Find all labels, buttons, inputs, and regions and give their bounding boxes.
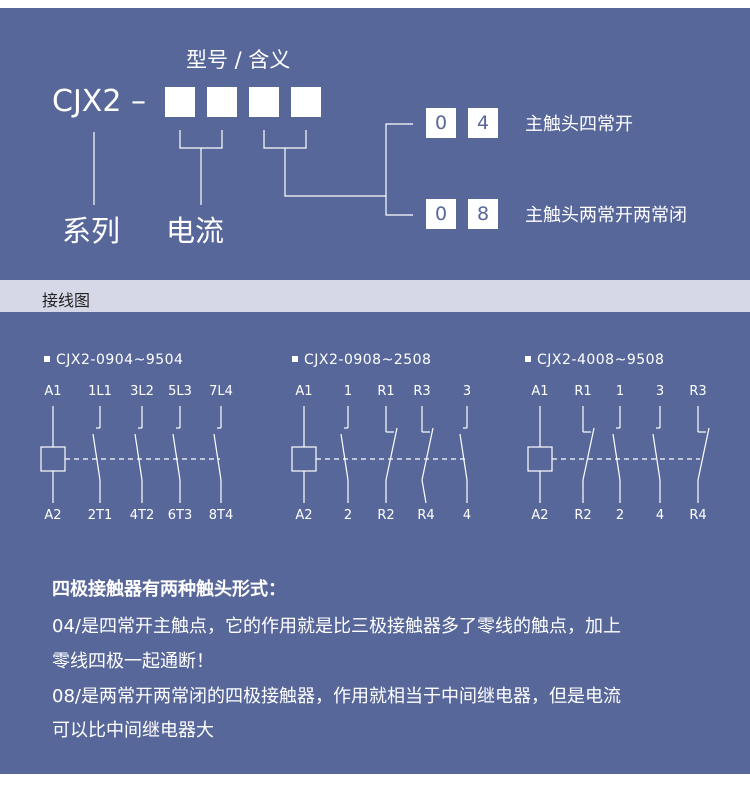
bottom-strip <box>0 774 750 796</box>
description-heading: 四极接触器有两种触头形式： <box>52 579 286 600</box>
diagram-1-bottom-terminal: 2T1 <box>87 508 113 523</box>
bullet-icon <box>525 356 531 362</box>
diagram-2-bottom-terminal: A2 <box>295 508 313 523</box>
diagram-2-bottom-terminal: 4 <box>462 508 472 523</box>
diagram-3-title: CJX2-4008~9508 <box>525 352 664 368</box>
description-line-1: 04/是四常开主触点，它的作用就是比三极接触器多了零线的触点，加上 <box>52 616 621 637</box>
diagram-1-top-terminal: 5L3 <box>168 384 192 399</box>
diagram-2-top-terminal: R1 <box>377 384 395 399</box>
description-line-4: 可以比中间继电器大 <box>52 720 214 741</box>
model-header: 型号 / 含义 <box>186 48 291 72</box>
diagram-1-bottom-terminal: 8T4 <box>208 508 234 523</box>
bullet-icon <box>44 356 50 362</box>
wiring-panel <box>0 312 750 774</box>
diagram-1-schematic <box>40 406 222 503</box>
diagram-3-bottom-terminal: 4 <box>655 508 665 523</box>
section-bar <box>0 280 750 312</box>
model-panel <box>0 8 750 280</box>
diagram-1-top-terminal: A1 <box>44 384 62 399</box>
diagram-3-schematic <box>527 406 710 503</box>
series-label: 系列 <box>62 214 121 248</box>
diagram-3-bottom-terminal: R4 <box>689 508 707 523</box>
section-title: 接线图 <box>42 291 91 310</box>
option-04-digit-2: 4 <box>468 108 498 138</box>
option-04-meaning: 主触头四常开 <box>525 114 633 135</box>
option-08-digit-1: 0 <box>426 199 456 229</box>
code-box-1 <box>165 87 195 117</box>
diagram-2-top-terminal: 3 <box>462 384 472 399</box>
diagram-3-top-terminal: R3 <box>689 384 707 399</box>
diagram-3-top-terminal: 3 <box>655 384 665 399</box>
option-08-meaning: 主触头两常开两常闭 <box>525 205 687 226</box>
model-prefix: CJX2 – <box>52 84 146 119</box>
diagram-2-top-terminal: R3 <box>413 384 431 399</box>
description-line-2: 零线四极一起通断！ <box>52 651 214 672</box>
diagram-3-bottom-terminal: A2 <box>531 508 549 523</box>
diagram-3-bottom-terminal: 2 <box>615 508 625 523</box>
diagram-1-title: CJX2-0904~9504 <box>44 352 183 368</box>
diagram-2-top-terminal: A1 <box>295 384 313 399</box>
diagram-1-top-terminal: 1L1 <box>88 384 112 399</box>
diagram-2-bottom-terminal: R2 <box>377 508 395 523</box>
code-box-4 <box>291 87 321 117</box>
diagram-1-bottom-terminal: 4T2 <box>129 508 155 523</box>
diagram-2-top-terminal: 1 <box>343 384 353 399</box>
diagram-1-bottom-terminal: 6T3 <box>167 508 193 523</box>
code-box-2 <box>207 87 237 117</box>
option-04-digit-1: 0 <box>426 108 456 138</box>
description-line-3: 08/是两常开两常闭的四极接触器，作用就相当于中间继电器，但是电流 <box>52 686 621 707</box>
diagram-3-bottom-terminal: R2 <box>574 508 592 523</box>
current-label: 电流 <box>166 214 225 248</box>
diagram-3-top-terminal: A1 <box>531 384 549 399</box>
diagram-3-top-terminal: R1 <box>574 384 592 399</box>
bullet-icon <box>292 356 298 362</box>
diagram-1-bottom-terminal: A2 <box>44 508 62 523</box>
option-08-digit-2: 8 <box>468 199 498 229</box>
code-box-3 <box>249 87 279 117</box>
diagram-3-top-terminal: 1 <box>615 384 625 399</box>
diagram-1-top-terminal: 7L4 <box>209 384 233 399</box>
diagram-2-bottom-terminal: 2 <box>343 508 353 523</box>
diagram-1-top-terminal: 3L2 <box>130 384 154 399</box>
diagram-2-title: CJX2-0908~2508 <box>292 352 431 368</box>
diagram-2-bottom-terminal: R4 <box>417 508 435 523</box>
diagram-2-schematic <box>291 406 468 504</box>
